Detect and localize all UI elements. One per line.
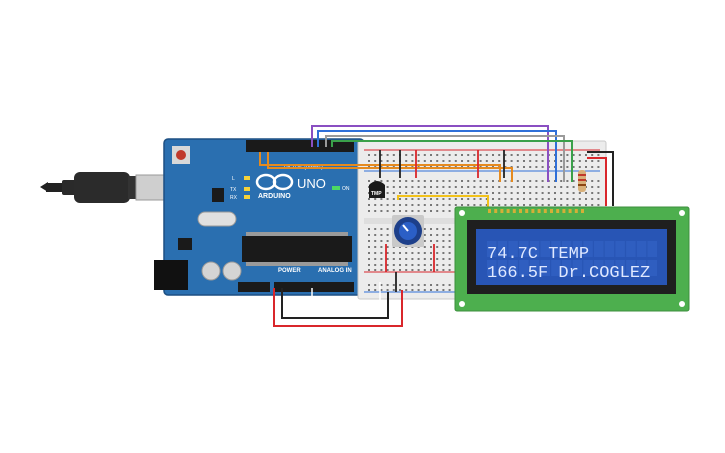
mount-hole: [679, 210, 685, 216]
wire-red-power[interactable]: [273, 288, 403, 327]
power-jack: [154, 260, 188, 290]
usb-cable[interactable]: [40, 172, 173, 203]
analog-label: ANALOG IN: [318, 268, 352, 274]
on-label: ON: [342, 186, 350, 192]
l-label: L: [232, 176, 235, 182]
lcd-line-2: 166.5F Dr.COGLEZ: [487, 264, 650, 283]
lcd-pin-header: [488, 209, 584, 213]
capacitor-1: [201, 261, 221, 281]
arduino-uno-board[interactable]: ARDUINO UNO ON L TX RX POWER ANALOG IN D…: [154, 138, 365, 296]
rx-led: [244, 195, 250, 199]
wire-orange-2[interactable]: [267, 152, 513, 182]
power-header: [238, 282, 270, 292]
mount-hole: [679, 301, 685, 307]
wire-white-analog[interactable]: [311, 282, 381, 311]
rx-label: RX: [230, 195, 238, 201]
atmega-chip: [242, 236, 352, 262]
wire-gray[interactable]: [325, 135, 565, 182]
mount-hole: [459, 210, 465, 216]
wire-red-lcd[interactable]: [587, 157, 607, 206]
sensor-label: TMP: [371, 191, 382, 197]
capacitor-2: [222, 261, 242, 281]
power-label: POWER: [278, 268, 301, 274]
wire-green[interactable]: [331, 140, 573, 182]
resistor: [578, 170, 586, 192]
lcd-module[interactable]: 74.7C TEMP 166.5F Dr.COGLEZ: [454, 206, 690, 312]
wire-black-lcd[interactable]: [587, 151, 614, 206]
regulator: [178, 238, 192, 250]
temperature-sensor[interactable]: TMP: [369, 181, 385, 198]
tx-led: [244, 187, 250, 191]
mount-hole: [459, 301, 465, 307]
reset-button-cap: [176, 150, 186, 160]
board-model-label: UNO: [297, 176, 326, 191]
analog-header: [274, 282, 354, 292]
on-led: [332, 186, 340, 190]
wire-black-ground[interactable]: [281, 288, 389, 319]
icsp-header: [212, 188, 224, 202]
wire-yellow[interactable]: [397, 195, 489, 208]
crystal: [197, 211, 237, 227]
wires[interactable]: [259, 125, 614, 327]
lcd-character-cells: [487, 241, 657, 276]
tx-label: TX: [230, 187, 237, 193]
potentiometer-knob-indicator: [402, 224, 409, 232]
l-led: [244, 176, 250, 180]
wire-blue[interactable]: [317, 130, 557, 182]
arduino-logo-text: ARDUINO: [258, 193, 291, 200]
lcd-line-1: 74.7C TEMP: [487, 245, 589, 264]
wire-purple[interactable]: [311, 125, 549, 182]
arduino-logo-icon: [255, 173, 294, 191]
breadboard-jumpers: [379, 150, 505, 292]
potentiometer[interactable]: [392, 215, 424, 247]
